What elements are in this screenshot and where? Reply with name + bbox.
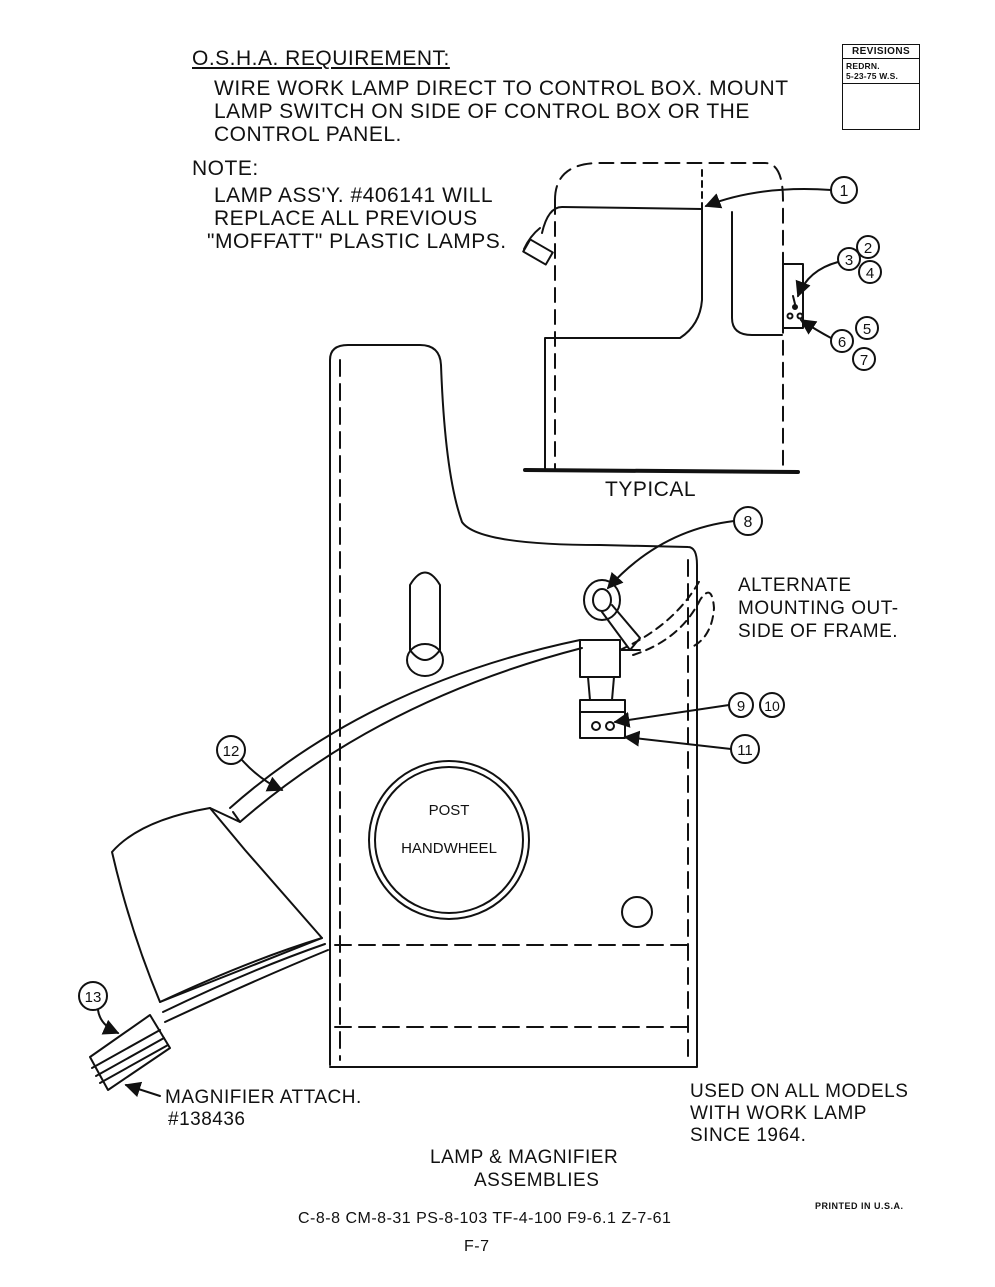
magnifier-label: MAGNIFIER ATTACH. bbox=[165, 1087, 362, 1108]
model-references: C-8-8 CM-8-31 PS-8-103 TF-4-100 F9-6.1 Z… bbox=[298, 1210, 672, 1227]
note-heading: NOTE: bbox=[192, 157, 259, 180]
osha-line-1: WIRE WORK LAMP DIRECT TO CONTROL BOX. MO… bbox=[214, 77, 789, 100]
typical-label: TYPICAL bbox=[605, 478, 697, 501]
post-frame bbox=[329, 344, 698, 1068]
callout-numbers: 1 2 3 4 5 6 7 8 9 10 11 12 13 bbox=[85, 183, 875, 1006]
alternate-line-2: MOUNTING OUT- bbox=[738, 598, 899, 619]
magnifier-attachment bbox=[89, 1014, 171, 1091]
callout-balloons bbox=[78, 176, 882, 1098]
osha-heading: O.S.H.A. REQUIREMENT: bbox=[192, 47, 450, 70]
callout-4: 4 bbox=[866, 265, 874, 282]
alternate-line-3: SIDE OF FRAME. bbox=[738, 621, 899, 642]
revisions-entry-line-1: REDRN. bbox=[846, 61, 880, 71]
page-number: F-7 bbox=[464, 1238, 490, 1255]
printed-in-usa: PRINTED IN U.S.A. bbox=[815, 1201, 904, 1211]
title-line-1: LAMP & MAGNIFIER bbox=[430, 1147, 619, 1168]
revisions-entry: REDRN. 5-23-75 W.S. bbox=[843, 59, 919, 84]
callout-10: 10 bbox=[764, 698, 780, 714]
callout-9: 9 bbox=[737, 698, 745, 715]
note-line-3: "MOFFATT" PLASTIC LAMPS. bbox=[207, 230, 507, 253]
revisions-block: REVISIONS REDRN. 5-23-75 W.S. bbox=[842, 44, 920, 130]
used-on-line-2: WITH WORK LAMP bbox=[690, 1103, 867, 1124]
callout-6: 6 bbox=[838, 334, 846, 351]
post-label: POST bbox=[429, 802, 470, 819]
callout-13: 13 bbox=[85, 989, 102, 1006]
magnifier-part-number: #138436 bbox=[168, 1109, 246, 1130]
callout-2: 2 bbox=[864, 240, 872, 257]
note-line-2: REPLACE ALL PREVIOUS bbox=[214, 207, 478, 230]
callout-7: 7 bbox=[860, 352, 868, 369]
lamp-arm-assembly bbox=[229, 579, 715, 823]
callout-5: 5 bbox=[863, 321, 871, 338]
osha-line-3: CONTROL PANEL. bbox=[214, 123, 402, 146]
title-line-2: ASSEMBLIES bbox=[474, 1170, 600, 1191]
handwheel-label: HANDWHEEL bbox=[401, 840, 497, 857]
work-lamp-head-icon bbox=[522, 227, 554, 266]
alternate-line-1: ALTERNATE bbox=[738, 575, 852, 596]
callout-12: 12 bbox=[223, 743, 240, 760]
callout-8: 8 bbox=[744, 514, 753, 531]
note-line-1: LAMP ASS'Y. #406141 WILL bbox=[214, 184, 494, 207]
lamp-shade bbox=[111, 807, 329, 1023]
callout-3: 3 bbox=[845, 252, 853, 269]
callout-1: 1 bbox=[840, 183, 849, 200]
used-on-line-3: SINCE 1964. bbox=[690, 1125, 807, 1146]
osha-line-2: LAMP SWITCH ON SIDE OF CONTROL BOX OR TH… bbox=[214, 100, 750, 123]
callout-11: 11 bbox=[737, 742, 753, 759]
revisions-heading: REVISIONS bbox=[843, 44, 919, 59]
typical-control-box bbox=[522, 162, 804, 474]
revisions-entry-line-2: 5-23-75 W.S. bbox=[846, 71, 899, 81]
used-on-line-1: USED ON ALL MODELS bbox=[690, 1081, 909, 1102]
